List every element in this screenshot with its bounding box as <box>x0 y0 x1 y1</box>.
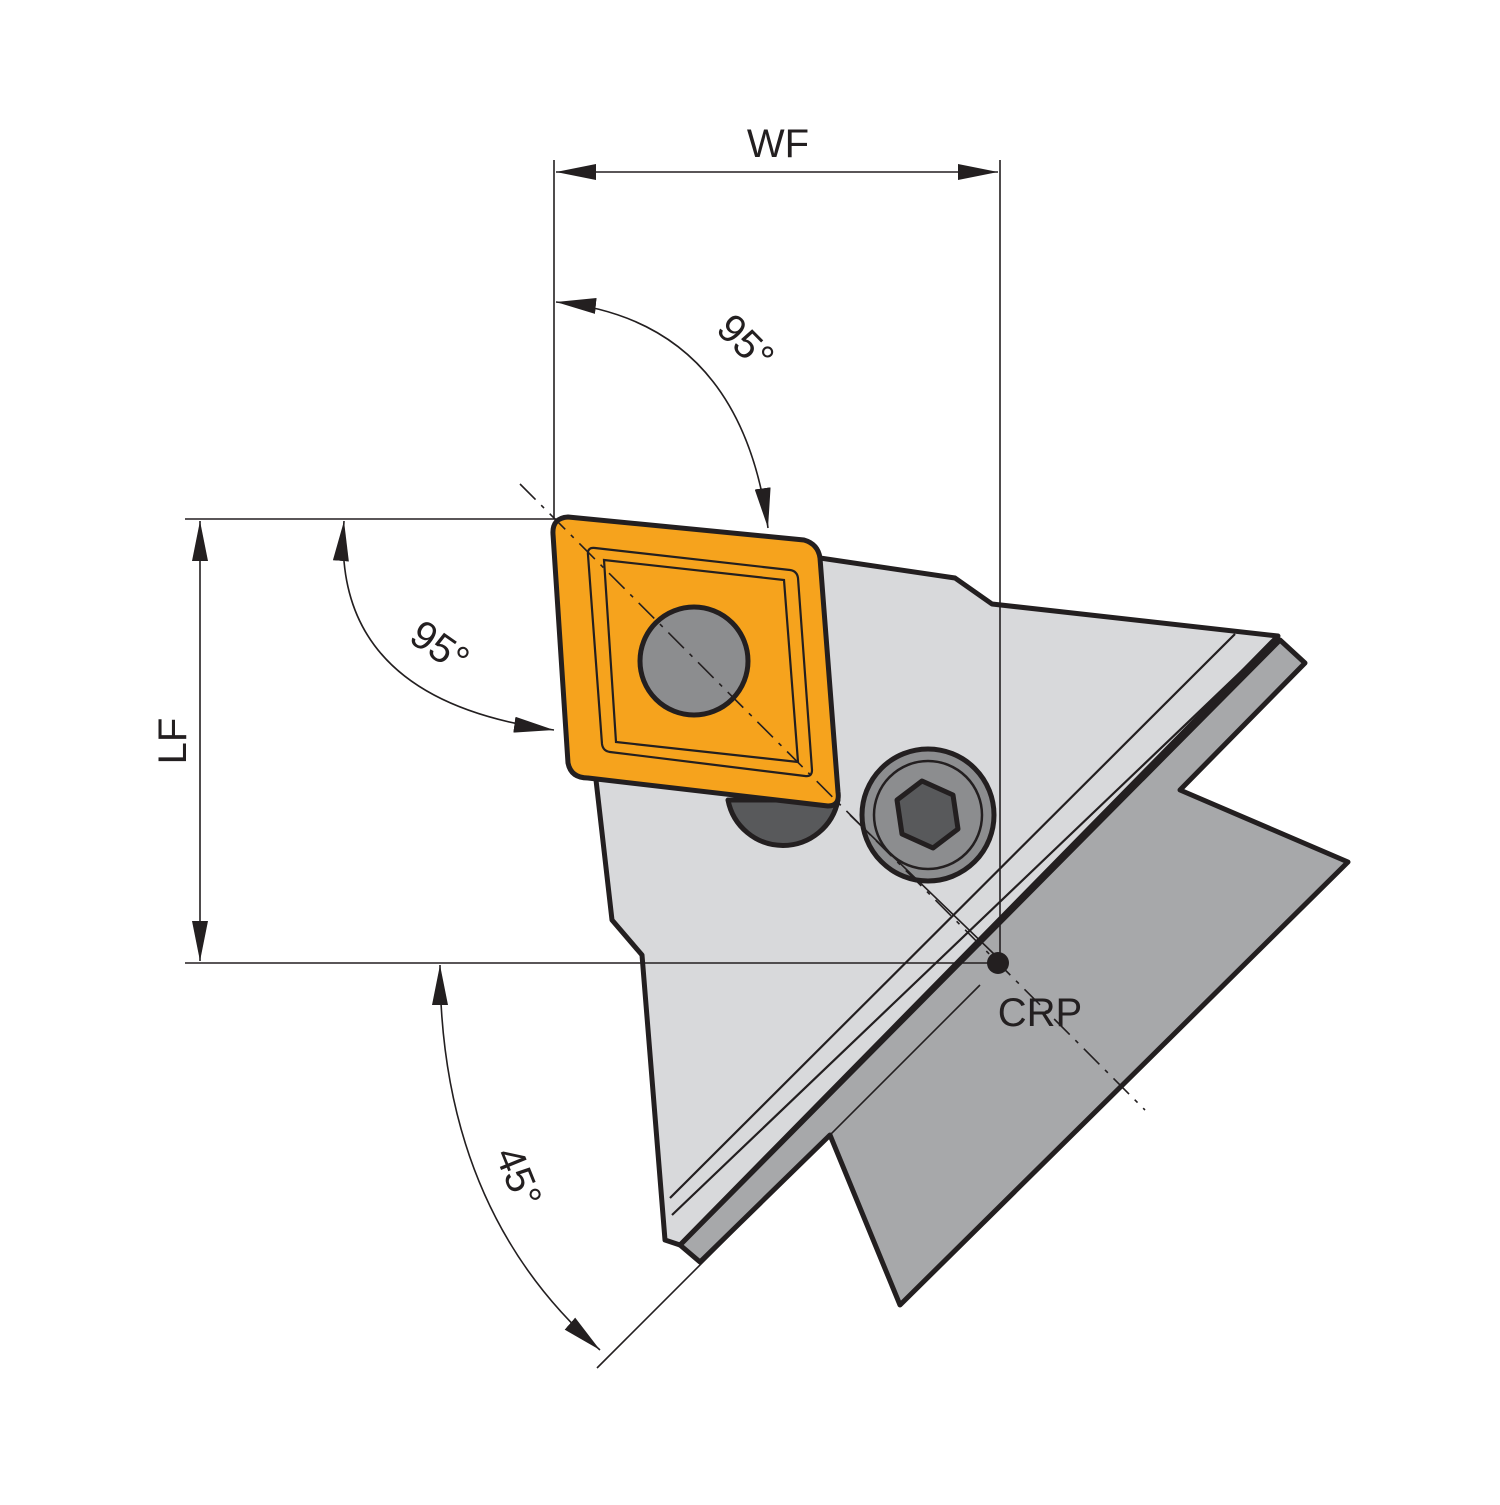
angle-arc-bottom <box>432 964 601 1351</box>
lf-label: LF <box>151 718 195 765</box>
angle-label-left: 95° <box>402 612 477 683</box>
angle-arc-left <box>332 520 555 733</box>
holder-axis-line <box>596 984 981 1369</box>
serration-line-2 <box>671 641 1273 1216</box>
shank <box>677 637 1351 1308</box>
shim-pin <box>725 797 841 848</box>
wf-label: WF <box>747 122 809 166</box>
angle-label-bottom: 45° <box>486 1141 549 1214</box>
edge-extension-line <box>849 814 996 956</box>
cutting-insert <box>550 514 841 809</box>
hex-socket-icon <box>894 778 961 851</box>
crp-point <box>987 952 1009 974</box>
insert-bisector-line <box>519 483 1146 1111</box>
crp-label: CRP <box>998 991 1082 1035</box>
angle-label-top: 95° <box>708 306 782 380</box>
serration-line <box>669 633 1236 1199</box>
insert-screw-hole <box>637 604 751 718</box>
clamp-screw <box>859 746 997 884</box>
angle-arc-top <box>555 297 771 529</box>
